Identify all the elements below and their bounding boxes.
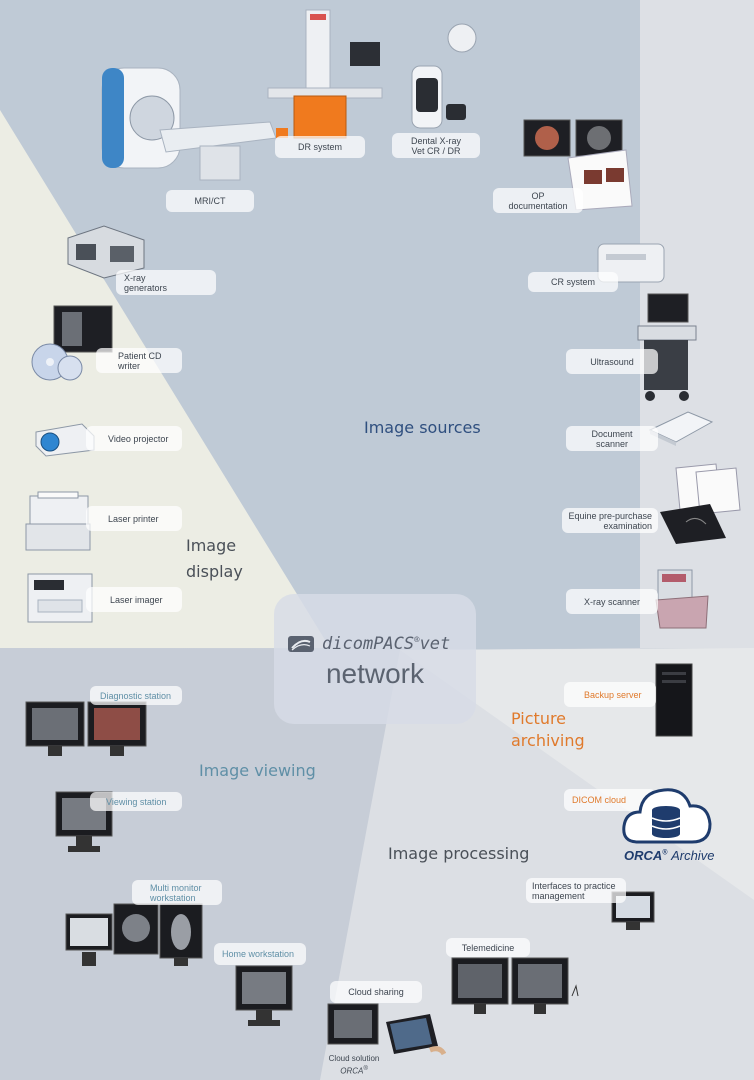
label-laser-imager: Laser imager bbox=[86, 587, 182, 612]
cloud-sharing-tablet-icon bbox=[327, 1003, 446, 1056]
label-op-documentation: OP documentation bbox=[493, 188, 583, 213]
label-multi-monitor-workstation: Multi monitor workstation bbox=[132, 880, 222, 905]
backup-server-icon bbox=[655, 663, 693, 737]
home-workstation-icon bbox=[235, 965, 293, 1026]
multi-line1: Multi monitor bbox=[150, 882, 202, 893]
mri-ct-scanner-icon bbox=[101, 67, 277, 181]
orca-reg: ® bbox=[662, 849, 668, 857]
label-telemedicine: Telemedicine bbox=[446, 938, 530, 957]
brand-vet: vet bbox=[419, 634, 451, 654]
cloud-solution-caption: Cloud solution ORCA® bbox=[324, 1054, 384, 1077]
patient-cd-writer-icon bbox=[31, 305, 113, 381]
telemedicine-icon bbox=[451, 957, 579, 1014]
video-projector-icon bbox=[35, 423, 95, 457]
dr-system-icon bbox=[267, 9, 383, 139]
dental-line1: Dental X-ray bbox=[410, 135, 462, 146]
brand-pacs: PACS bbox=[373, 634, 415, 654]
op-line2: documentation bbox=[508, 200, 568, 211]
brand-reg: ® bbox=[414, 635, 420, 646]
orca-brand: ORCA bbox=[624, 848, 663, 863]
laser-printer-icon bbox=[25, 491, 91, 551]
xray-scanner-icon bbox=[655, 569, 709, 629]
dicompacs-logo-icon bbox=[288, 636, 314, 652]
cloud-orca: ORCA bbox=[340, 1066, 364, 1076]
equine-examination-icon bbox=[660, 463, 741, 544]
laser-imager-icon bbox=[27, 573, 93, 623]
ultrasound-icon bbox=[637, 293, 697, 401]
orca-archive-wordmark: ORCA® Archive bbox=[624, 848, 714, 863]
multi-monitor-workstation-icon bbox=[65, 903, 203, 966]
label-dicom-cloud: DICOM cloud bbox=[564, 789, 656, 811]
dicompacs-network-hub: dicomPACS®vet network bbox=[274, 594, 476, 724]
equine-line2: examination bbox=[603, 520, 652, 531]
orca-archive: Archive bbox=[671, 848, 715, 863]
label-diagnostic-station: Diagnostic station bbox=[90, 686, 182, 705]
hub-network-word: network bbox=[325, 658, 425, 689]
heading-image-viewing: Image viewing bbox=[199, 761, 316, 780]
label-video-projector: Video projector bbox=[86, 426, 182, 451]
dental-line2: Vet CR / DR bbox=[411, 145, 461, 156]
equine-line1: Equine pre-purchase bbox=[568, 510, 652, 521]
label-equine-examination: Equine pre-purchase examination bbox=[562, 508, 658, 533]
interfaces-line1: Interfaces to practice bbox=[532, 880, 616, 891]
xray-gen-line2: generators bbox=[124, 282, 168, 293]
label-interfaces-practice: Interfaces to practice management bbox=[526, 878, 626, 903]
op-line1: OP bbox=[531, 190, 545, 201]
heading-image-sources: Image sources bbox=[364, 418, 481, 437]
label-laser-printer: Laser printer bbox=[86, 506, 182, 531]
xray-generators-icon bbox=[67, 225, 145, 279]
cloud-orca-reg: ® bbox=[363, 1066, 368, 1072]
heading-picture-archiving-line1: Picture bbox=[511, 709, 567, 728]
heading-image-display-line2: display bbox=[186, 562, 243, 581]
dental-xray-icon bbox=[411, 23, 477, 129]
label-home-workstation: Home workstation bbox=[214, 943, 306, 965]
label-backup-server: Backup server bbox=[564, 682, 656, 707]
dicompacs-logo: dicomPACS®vet bbox=[288, 634, 450, 654]
cloud-orca-line: ORCA® bbox=[324, 1064, 384, 1077]
label-viewing-station: Viewing station bbox=[90, 792, 182, 811]
label-dental-xray: Dental X-ray Vet CR / DR bbox=[392, 133, 480, 158]
heading-image-processing: Image processing bbox=[388, 844, 530, 863]
cd-line1: Patient CD bbox=[118, 350, 162, 361]
brand-dicom: dicom bbox=[322, 634, 374, 654]
label-ultrasound: Ultrasound bbox=[566, 349, 658, 374]
heading-picture-archiving-line2: archiving bbox=[511, 731, 585, 750]
image-viewing-region bbox=[0, 648, 400, 1080]
multi-line2: workstation bbox=[150, 892, 196, 903]
diagnostic-station-icon bbox=[25, 701, 147, 756]
interfaces-line2: management bbox=[532, 890, 585, 901]
label-document-scanner: Document scanner bbox=[566, 426, 658, 451]
doc-line2: scanner bbox=[595, 438, 629, 449]
label-xray-generators: X-ray generators bbox=[116, 270, 216, 295]
orca-cloud-icon bbox=[622, 788, 712, 844]
label-cr-system: CR system bbox=[528, 272, 618, 292]
label-mri-ct: MRI/CT bbox=[166, 190, 254, 212]
doc-line1: Document bbox=[591, 428, 633, 439]
label-xray-scanner: X-ray scanner bbox=[566, 589, 658, 614]
cd-line2: writer bbox=[118, 360, 140, 371]
op-documentation-icon bbox=[523, 119, 633, 210]
cloud-solution-text: Cloud solution bbox=[328, 1054, 380, 1063]
label-patient-cd-writer: Patient CD writer bbox=[96, 348, 182, 373]
heading-image-display-line1: Image bbox=[186, 536, 237, 555]
xray-gen-line1: X-ray bbox=[124, 272, 146, 283]
label-dr-system: DR system bbox=[275, 136, 365, 158]
label-cloud-sharing: Cloud sharing bbox=[330, 981, 422, 1003]
